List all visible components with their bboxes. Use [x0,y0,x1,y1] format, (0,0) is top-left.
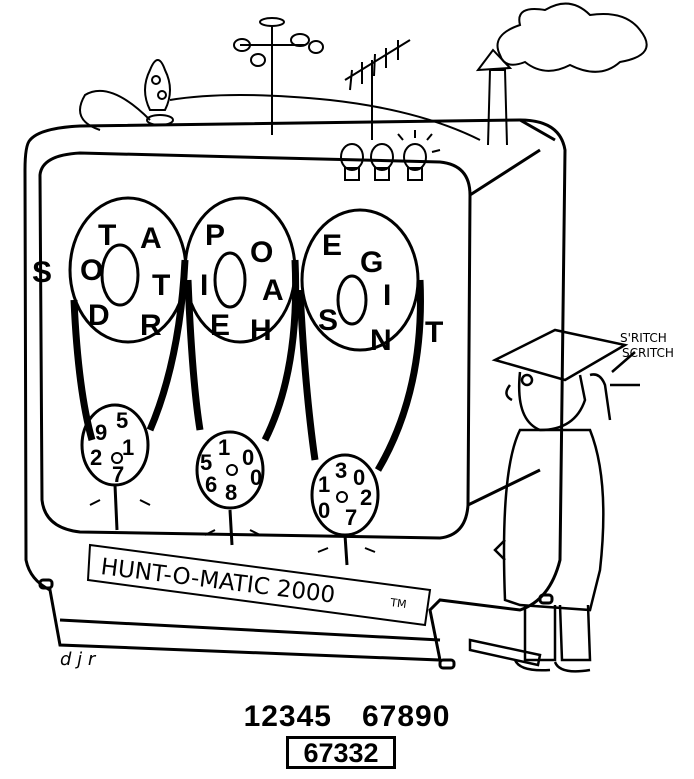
reel-letter: E [210,309,230,342]
dial-digit: 8 [225,480,237,505]
scratch-label-1: S'RITCH [620,331,667,345]
dial-digit: 9 [95,420,107,445]
artist-signature: d j r [60,649,97,670]
reel-letter: G [360,246,383,279]
dial-3-digits: 1 3 0 2 7 0 [318,458,372,530]
reel-letter: A [140,222,162,255]
dial-digit: 0 [353,465,365,490]
reel-letter: N [370,324,392,357]
reel-assembly [68,196,424,566]
answer-box: 67332 [286,736,396,769]
reel-letter: A [262,274,284,307]
digits-right: 67890 [362,700,451,733]
reel-letter: H [250,314,272,347]
dial-digit: 1 [122,435,134,460]
dial-digit: 5 [116,408,128,433]
dial-digit: 5 [200,450,212,475]
reel-letter: T [152,269,170,302]
dial-digit: 0 [318,498,330,523]
light-bulb-icons [340,130,441,181]
dial-digit: 7 [345,505,357,530]
digits-left: 12345 [243,700,332,733]
dial-digit: 2 [360,485,372,510]
trademark-text: TM [389,596,408,611]
reel-letter: S [32,256,52,289]
reel-2-letters: P O A H E I [200,219,284,347]
dial-digit: 2 [90,445,102,470]
dial-digit: 3 [335,458,347,483]
nameplate: HUNT-O-MATIC 2000 TM [86,543,432,627]
dial-digit: 0 [242,445,254,470]
reel-letter: S [318,304,338,337]
dial-digit: 1 [318,472,330,497]
rooftop-gadgets [79,2,648,181]
reel-3-letters: E G I T N S [318,229,443,357]
graduate-figure [468,328,640,673]
reel-letter: T [425,316,443,349]
reel-letter: O [80,254,103,287]
reel-letter: I [383,279,391,312]
machine-body [23,118,567,670]
reel-1-letters: S T A T O R D [32,219,170,342]
dial-digit: 7 [112,462,124,487]
reel-letter: E [322,229,342,262]
dial-digit: 1 [218,435,230,460]
reel-letter: I [200,269,208,302]
reel-letter: D [88,299,110,332]
dial-2-digits: 5 1 0 0 8 6 [200,435,262,505]
dial-digit: 6 [205,472,217,497]
reel-letter: T [98,219,116,252]
reel-letter: P [205,219,225,252]
dial-digit: 0 [250,465,262,490]
reel-letter: R [140,309,162,342]
scratch-label-2: SCRITCH [622,346,674,360]
dial-1-digits: 9 5 1 7 2 [90,408,134,487]
digit-row: 12345 67890 [0,700,694,734]
reel-letter: O [250,236,273,269]
